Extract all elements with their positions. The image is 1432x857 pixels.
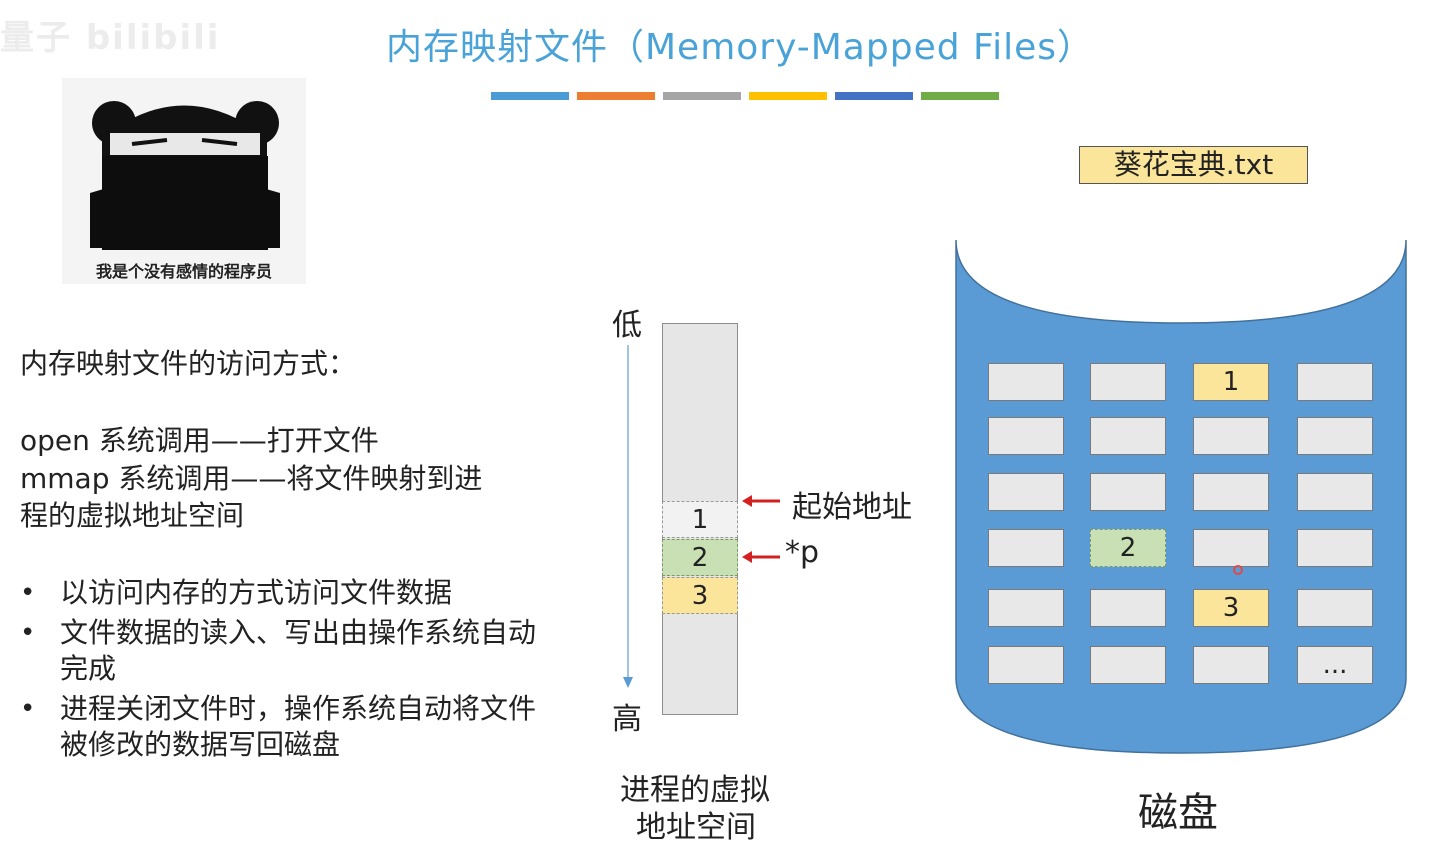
- bullet-item: 以访问内存的方式访问文件数据: [20, 575, 560, 611]
- mmap-line-b: 程的虚拟地址空间: [20, 499, 245, 532]
- disk-block-2: 2: [1090, 529, 1166, 567]
- color-bar-segment: [835, 92, 913, 100]
- high-address-label: 高: [612, 702, 642, 737]
- virtual-space-caption-1: 进程的虚拟: [620, 773, 770, 808]
- disk-block: [988, 589, 1064, 627]
- color-bar-segment: [921, 92, 999, 100]
- color-bar-segment: [749, 92, 827, 100]
- open-line: open 系统调用——打开文件: [20, 424, 379, 457]
- disk-block: [1090, 363, 1166, 401]
- bilibili-watermark: 量子 bilibili: [0, 18, 221, 58]
- disk-block: [1297, 363, 1373, 401]
- bullet-item: 进程关闭文件时，操作系统自动将文件被修改的数据写回磁盘: [20, 691, 560, 763]
- color-bar-segment: [491, 92, 569, 100]
- address-direction-arrow: [623, 345, 633, 688]
- disk-block: [1090, 646, 1166, 684]
- disk-block: [1297, 473, 1373, 511]
- disk-block: [988, 363, 1064, 401]
- disk-block: [988, 646, 1064, 684]
- disk-block: [1193, 417, 1269, 455]
- avatar: [62, 78, 306, 284]
- bullet-item: 文件数据的读入、写出由操作系统自动完成: [20, 615, 560, 687]
- access-method-heading: 内存映射文件的访问方式：: [20, 347, 357, 380]
- low-address-label: 低: [612, 308, 642, 343]
- disk-cylinder: [955, 239, 1407, 754]
- pointer-label: *p: [785, 535, 820, 570]
- disk-block: [1090, 473, 1166, 511]
- cursor-marker: [1233, 565, 1243, 575]
- virtual-page-2: 2: [662, 539, 738, 576]
- color-bar-segment: [577, 92, 655, 100]
- disk-block: [1297, 529, 1373, 567]
- disk-block: [1090, 589, 1166, 627]
- disk-block: [1090, 417, 1166, 455]
- disk-block-more: ...: [1297, 646, 1373, 684]
- virtual-page-1: 1: [662, 501, 738, 538]
- disk-block: [988, 417, 1064, 455]
- disk-block: [1193, 529, 1269, 567]
- mmap-line-a: mmap 系统调用——将文件映射到进: [20, 462, 483, 495]
- color-bar-segment: [663, 92, 741, 100]
- disk-block-3: 3: [1193, 589, 1269, 627]
- start-address-label: 起始地址: [792, 490, 912, 525]
- disk-block: [988, 529, 1064, 567]
- disk-block: [1193, 646, 1269, 684]
- page-title: 内存映射文件（Memory-Mapped Files）: [385, 27, 1095, 68]
- masked-face-icon: [90, 101, 280, 250]
- disk-block-1: 1: [1193, 363, 1269, 401]
- disk-label: 磁盘: [1138, 790, 1218, 836]
- pointer-arrows: [742, 495, 780, 563]
- disk-block: [1297, 589, 1373, 627]
- virtual-page-3: 3: [662, 577, 738, 614]
- file-name-box: 葵花宝典.txt: [1079, 146, 1308, 184]
- disk-block: [1297, 417, 1373, 455]
- avatar-caption: 我是个没有感情的程序员: [95, 262, 272, 281]
- virtual-space-caption-2: 地址空间: [636, 810, 756, 845]
- disk-block: [1193, 473, 1269, 511]
- feature-bullets: 以访问内存的方式访问文件数据 文件数据的读入、写出由操作系统自动完成 进程关闭文…: [20, 575, 560, 767]
- disk-block: [988, 473, 1064, 511]
